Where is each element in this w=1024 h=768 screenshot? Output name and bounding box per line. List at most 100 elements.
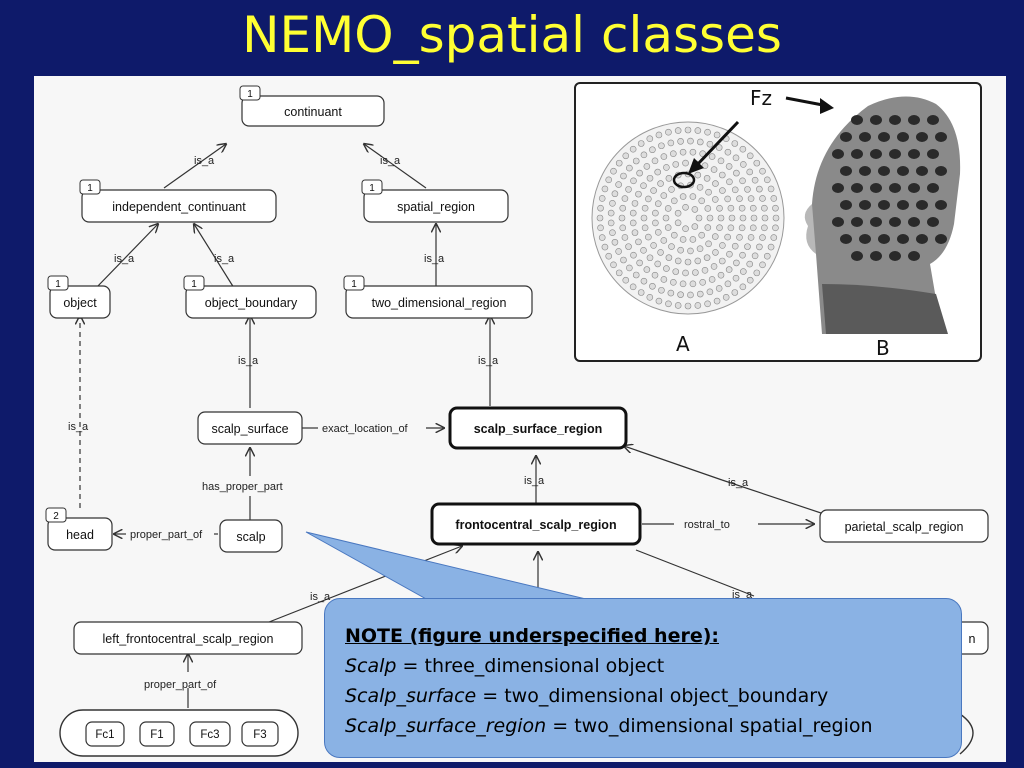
edge-is-a-independent-continuant bbox=[163, 144, 226, 189]
sensor-dot bbox=[731, 186, 739, 194]
sensor-dot bbox=[751, 252, 759, 260]
sensor-dot bbox=[631, 200, 639, 207]
sensor-dot bbox=[732, 274, 740, 282]
cap-sensor bbox=[908, 251, 920, 261]
sensor-dot bbox=[679, 193, 687, 200]
cap-sensor bbox=[908, 149, 920, 159]
sensor-dot bbox=[739, 251, 746, 259]
sensor-dot bbox=[645, 195, 652, 203]
sensor-dot bbox=[643, 163, 651, 170]
sensor-dot bbox=[739, 145, 747, 153]
sensor-dot bbox=[689, 148, 697, 156]
sensor-dot bbox=[670, 279, 677, 286]
sensor-dot bbox=[706, 140, 714, 148]
sensor-dot bbox=[629, 145, 637, 153]
sensor-dot bbox=[732, 154, 740, 162]
sensor-dot bbox=[651, 157, 659, 165]
cap-sensor bbox=[878, 200, 890, 210]
sensor-dot bbox=[759, 195, 766, 202]
sensor-dot bbox=[717, 157, 725, 165]
sensor-dot bbox=[727, 224, 735, 232]
edge-label-is-a: is_a bbox=[380, 155, 401, 167]
sensor-dot bbox=[692, 269, 699, 276]
sensor-dot bbox=[725, 163, 733, 170]
sensor-dot bbox=[674, 127, 682, 134]
edge-label-rostral-to: rostral_to bbox=[684, 519, 730, 531]
edge-label-is-a: is_a bbox=[214, 253, 235, 265]
sensor-dot bbox=[636, 259, 643, 267]
sensor-dot bbox=[696, 245, 704, 253]
sensor-dot bbox=[597, 224, 604, 232]
edge-label-is-a: is_a bbox=[68, 421, 89, 433]
sensor-dot bbox=[682, 225, 689, 233]
svg-text:1: 1 bbox=[87, 183, 93, 194]
sensor-dot bbox=[763, 176, 771, 184]
sensor-dot bbox=[684, 126, 692, 134]
sensor-dot bbox=[761, 224, 768, 232]
sensor-dot bbox=[667, 289, 675, 297]
cap-sensor bbox=[832, 183, 844, 193]
sensor-dot bbox=[660, 237, 668, 244]
sensor-dot bbox=[716, 224, 723, 232]
sensor-dot bbox=[636, 169, 643, 177]
sensor-dot bbox=[699, 150, 706, 157]
sensor-dot bbox=[718, 257, 726, 265]
node-left-frontocentral-scalp-region: left_frontocentral_scalp_region bbox=[73, 621, 303, 655]
cap-sensor bbox=[897, 234, 909, 244]
sensor-dot bbox=[712, 249, 719, 256]
sensor-dot bbox=[746, 260, 754, 268]
sensor-dot bbox=[705, 188, 712, 196]
sensor-dot bbox=[691, 206, 699, 213]
sensor-dot bbox=[695, 214, 703, 222]
sensor-dot bbox=[727, 204, 735, 212]
cap-sensor bbox=[908, 217, 920, 227]
node-parietal-scalp-region: parietal_scalp_region bbox=[819, 509, 989, 543]
sensor-dot bbox=[660, 153, 668, 160]
sensor-dot bbox=[708, 153, 716, 160]
sensor-dot bbox=[657, 249, 664, 256]
electrode-f1: F1 bbox=[139, 721, 175, 747]
sensor-dot bbox=[744, 243, 751, 250]
sensor-dot bbox=[696, 183, 704, 191]
sensor-dot bbox=[615, 269, 623, 277]
svg-text:scalp_surface: scalp_surface bbox=[211, 422, 288, 436]
sensor-dot bbox=[677, 138, 684, 145]
svg-text:left_frontocentral_scalp_regio: left_frontocentral_scalp_region bbox=[103, 632, 274, 646]
sensor-dot bbox=[635, 190, 642, 198]
sensor-dot bbox=[724, 195, 731, 203]
svg-text:2: 2 bbox=[53, 511, 59, 522]
cap-sensor bbox=[908, 183, 920, 193]
cap-sensor bbox=[870, 149, 882, 159]
sensor-dot bbox=[664, 224, 672, 231]
note-line-scalp-surface-region: Scalp_surface_region = two_dimensional s… bbox=[345, 711, 961, 741]
sensor-dot bbox=[701, 162, 709, 169]
sensor-dot bbox=[717, 271, 725, 279]
ontology-diagram: is_a is_a is_a is_a is_a is_a is_a is_a … bbox=[45, 85, 989, 757]
edge-label-proper-part-of: proper_part_of bbox=[130, 529, 203, 541]
sensor-dot bbox=[696, 138, 704, 146]
sensor-dot bbox=[682, 159, 689, 167]
badge-spatial-region: 1 bbox=[361, 179, 383, 195]
cap-sensor bbox=[897, 200, 909, 210]
sensor-dot bbox=[646, 135, 654, 143]
svg-text:1: 1 bbox=[247, 89, 253, 100]
svg-text:Fc3: Fc3 bbox=[200, 729, 219, 741]
sensor-dot bbox=[601, 243, 609, 251]
sensor-dot bbox=[674, 302, 682, 309]
sensor-dot bbox=[597, 204, 604, 212]
sensor-dot bbox=[632, 271, 640, 279]
edge-is-a-object bbox=[95, 224, 158, 289]
sensor-dot bbox=[759, 234, 766, 241]
edge-label-is-a: is_a bbox=[194, 155, 215, 167]
sensor-dot bbox=[687, 137, 694, 145]
badge-two-dimensional-region: 1 bbox=[343, 275, 365, 291]
sensor-dot bbox=[610, 261, 617, 269]
sensor-dot bbox=[629, 283, 637, 291]
sensor-dot bbox=[710, 263, 718, 270]
sensor-dot bbox=[772, 204, 779, 212]
edge-is-a-object-boundary bbox=[194, 224, 235, 289]
note-callout: NOTE (figure underspecified here): Scalp… bbox=[324, 598, 962, 758]
sensor-dot bbox=[767, 185, 775, 193]
sensor-dot bbox=[770, 195, 778, 202]
sensor-dot bbox=[679, 236, 687, 243]
